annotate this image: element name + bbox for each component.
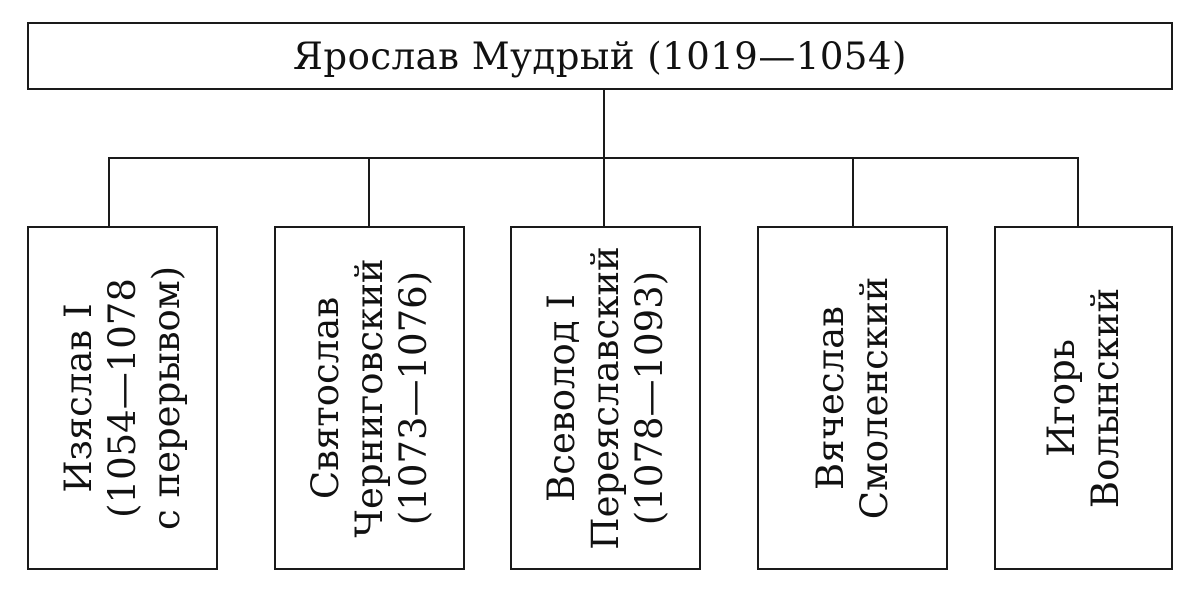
child-node-vyacheslav: Вячеслав Смоленский xyxy=(757,226,948,570)
child-label-line: Волынский xyxy=(1083,287,1127,509)
child-node-igor: Игорь Волынский xyxy=(994,226,1173,570)
child-connector-2 xyxy=(368,157,370,226)
child-label-line: Всеволод I xyxy=(539,294,583,502)
child-label-line: Черниговский xyxy=(347,258,391,538)
child-label: Игорь Волынский xyxy=(1040,288,1128,508)
child-connector-1 xyxy=(108,157,110,226)
child-connector-3 xyxy=(603,157,605,226)
child-connector-4 xyxy=(852,157,854,226)
child-label-line: с перерывом) xyxy=(144,265,188,531)
child-label-line: (1054—1078 xyxy=(100,278,144,518)
child-node-svyatoslav: Святослав Черниговский (1073—1076) xyxy=(274,226,465,570)
root-connector xyxy=(603,90,605,158)
child-label-line: Игорь xyxy=(1039,339,1083,457)
root-node: Ярослав Мудрый (1019—1054) xyxy=(27,22,1173,90)
child-label-line: Переяславский xyxy=(583,246,627,550)
child-node-izyaslav: Изяслав I (1054—1078 с перерывом) xyxy=(27,226,218,570)
child-connector-5 xyxy=(1077,157,1079,226)
root-label: Ярослав Мудрый (1019—1054) xyxy=(293,34,907,78)
child-label-line: Святослав xyxy=(303,296,347,500)
child-label: Святослав Черниговский (1073—1076) xyxy=(304,258,436,537)
horizontal-connector xyxy=(108,157,1079,159)
child-node-vsevolod: Всеволод I Переяславский (1078—1093) xyxy=(510,226,701,570)
child-label: Вячеслав Смоленский xyxy=(809,277,897,520)
child-label-line: Смоленский xyxy=(852,276,896,520)
child-label-line: (1078—1093) xyxy=(627,270,671,526)
child-label-line: Вячеслав xyxy=(808,305,852,491)
child-label-line: (1073—1076) xyxy=(391,270,435,526)
child-label: Всеволод I Переяславский (1078—1093) xyxy=(540,246,672,549)
child-label-line: Изяслав I xyxy=(56,303,100,493)
child-label: Изяслав I (1054—1078 с перерывом) xyxy=(57,266,189,530)
